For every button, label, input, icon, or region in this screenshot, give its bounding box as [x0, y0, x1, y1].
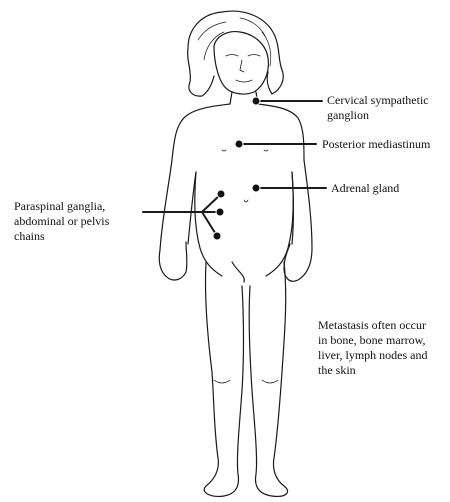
label-line: Metastasis often occur: [318, 318, 450, 333]
mediastinum-marker: [235, 140, 243, 148]
paraspinal-marker-upper: [217, 190, 225, 198]
label-line: chains: [14, 229, 144, 244]
label-line: ganglion: [327, 108, 447, 123]
knee-details: [214, 380, 278, 383]
label-line: in bone, bone marrow,: [318, 333, 450, 348]
left-leg: [204, 262, 243, 496]
adrenal-marker: [252, 184, 260, 192]
hair-outline: [188, 11, 284, 96]
label-line: liver, lymph nodes and: [318, 348, 450, 363]
paraspinal-marker-lower: [213, 232, 221, 240]
label-line: Adrenal gland: [331, 181, 441, 196]
chest-details: [222, 150, 268, 202]
left-arm: [159, 160, 196, 280]
facial-features: [226, 55, 260, 83]
label-line: Cervical sympathetic: [327, 93, 447, 108]
right-arm: [284, 160, 312, 281]
label-cervical-sympathetic-ganglion: Cervical sympathetic ganglion: [327, 93, 447, 123]
cervical-marker: [252, 97, 260, 105]
label-line: the skin: [318, 363, 450, 378]
hips-outline: [200, 248, 288, 282]
label-paraspinal-ganglia: Paraspinal ganglia, abdominal or pelvis …: [14, 199, 144, 244]
right-leg: [249, 262, 287, 496]
paraspinal-marker-middle: [216, 208, 224, 216]
label-posterior-mediastinum: Posterior mediastinum: [322, 137, 450, 152]
torso-outline: [172, 104, 304, 248]
label-line: abdominal or pelvis: [14, 214, 144, 229]
label-line: Paraspinal ganglia,: [14, 199, 144, 214]
label-metastasis-note: Metastasis often occur in bone, bone mar…: [318, 318, 450, 378]
label-line: Posterior mediastinum: [322, 137, 450, 152]
label-adrenal-gland: Adrenal gland: [331, 181, 441, 196]
